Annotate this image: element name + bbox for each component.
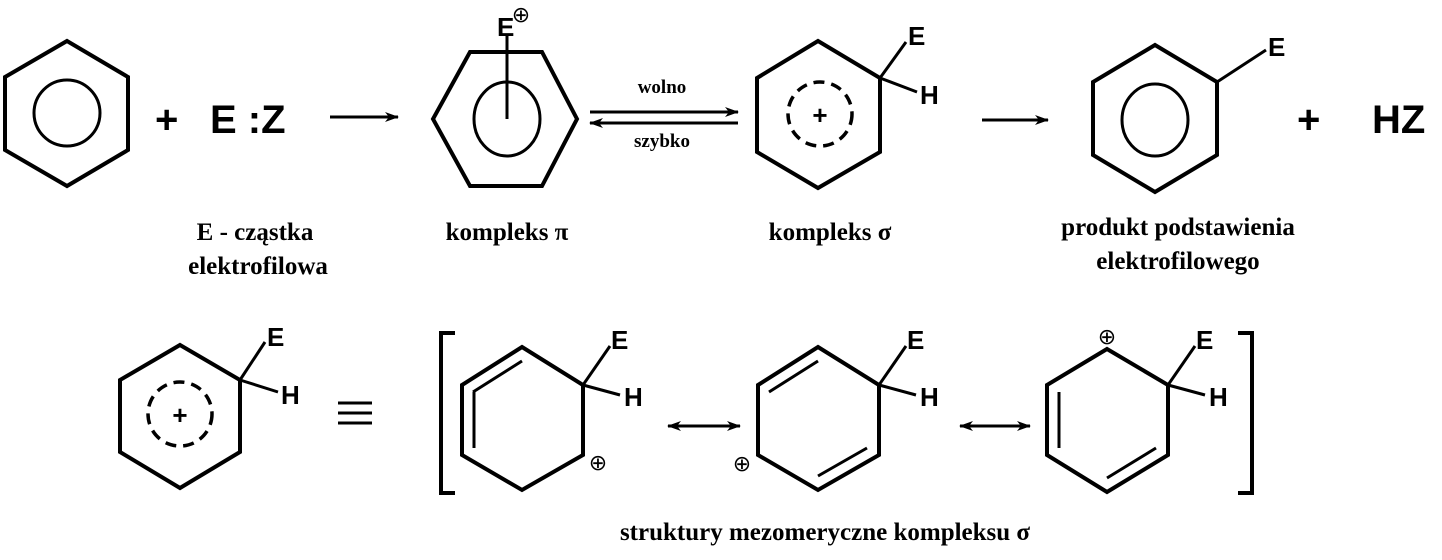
hydrogen-label: H [624, 382, 643, 412]
product-caption-line1: produkt podstawienia [1061, 214, 1295, 241]
charge-symbol: ⊕ [512, 3, 530, 28]
positive-charge: + [812, 100, 827, 130]
plus-sign: + [1297, 98, 1320, 142]
electrophile-caption-line2: elektrofilowa [188, 253, 328, 280]
electrophile-label: E [1268, 32, 1285, 62]
electrophile-label: E [1196, 325, 1213, 355]
electrophile-label: E [611, 325, 628, 355]
resonance-caption: struktury mezomeryczne kompleksu σ [620, 519, 1030, 546]
pi-complex-caption: kompleks π [446, 219, 569, 246]
resonance-structure-1: E H ⊕ [460, 325, 643, 493]
equivalence-sign [338, 401, 372, 425]
charge-symbol: ⊕ [589, 451, 607, 476]
sigma-complex-caption: kompleks σ [769, 219, 892, 246]
resonance-structure-2: E H ⊕ [733, 325, 939, 493]
hydrogen-label: H [920, 80, 939, 110]
hydrogen-label: H [920, 382, 939, 412]
electrophile-caption-line1: E - cząstka [197, 219, 314, 246]
electrophile-label: E [907, 325, 924, 355]
benzene [3, 38, 130, 189]
pi-complex: E ⊕ [430, 3, 580, 188]
reverse-label: szybko [634, 131, 690, 152]
sigma-complex: + E H [755, 21, 939, 191]
right-bracket [1238, 331, 1254, 495]
left-bracket [439, 331, 455, 495]
byproduct-hz: HZ [1372, 98, 1425, 142]
resonance-structure-3: E H ⊕ [1045, 325, 1228, 495]
product-benzene: E [1091, 32, 1285, 195]
product-caption-line2: elektrofilowego [1096, 248, 1259, 275]
forward-label: wolno [638, 77, 687, 98]
hydrogen-label: H [1209, 382, 1228, 412]
positive-charge: + [172, 400, 187, 430]
electrophile-label: E [497, 12, 514, 42]
electrophile-label: E [908, 21, 925, 51]
hydrogen-label: H [281, 380, 300, 410]
electrophile-label: E [267, 322, 284, 352]
plus-sign: + [155, 98, 178, 142]
reagent-ez: E :Z [210, 98, 286, 142]
sigma-complex-repeat: + E H [118, 322, 300, 491]
charge-symbol: ⊕ [733, 452, 751, 477]
charge-symbol: ⊕ [1098, 325, 1116, 350]
